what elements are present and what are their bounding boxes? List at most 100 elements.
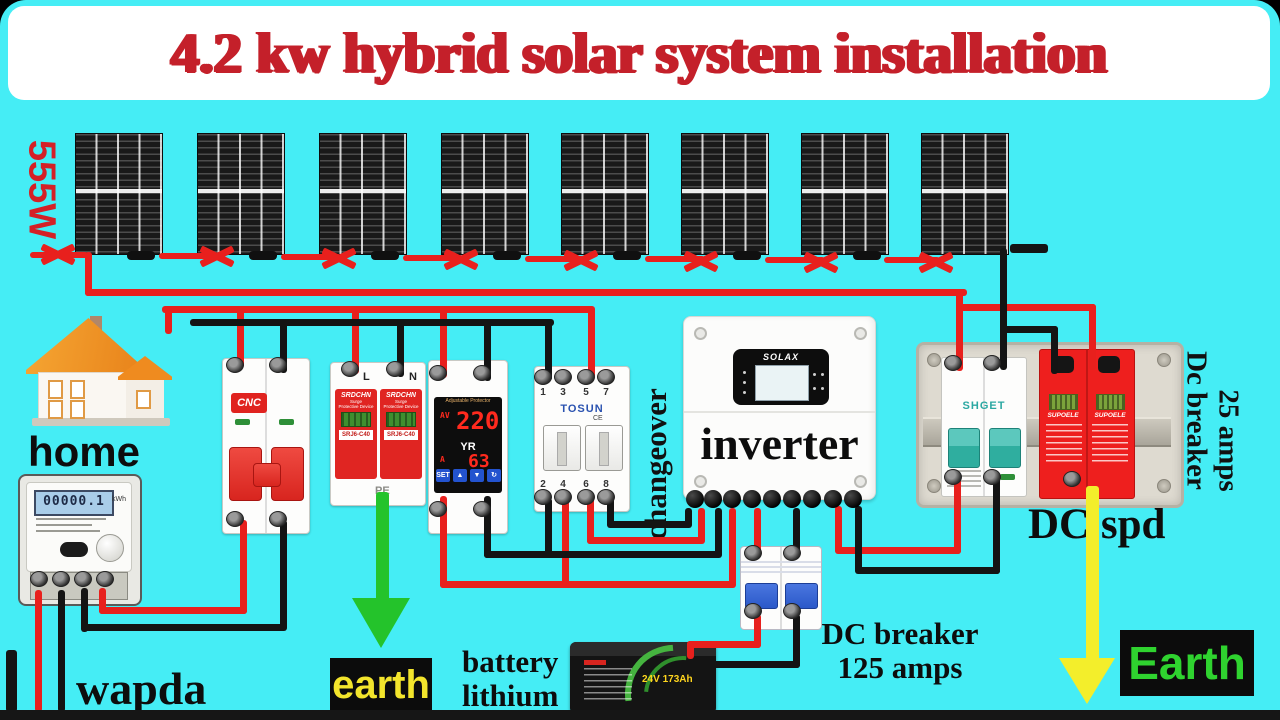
terminal-number: 2 <box>540 479 546 490</box>
wire-segment <box>687 641 761 648</box>
vp-reset-button: ↻ <box>487 469 501 482</box>
vp-voltage-display: 220 <box>456 407 500 435</box>
wire-segment <box>708 661 800 668</box>
terminal-screw <box>269 511 287 527</box>
wire-segment <box>58 590 65 712</box>
wire-segment <box>1086 486 1099 664</box>
battery-label-line2: lithium <box>462 678 559 713</box>
terminal-number: 4 <box>560 479 566 490</box>
wire-segment <box>954 474 961 554</box>
terminal-screw <box>473 501 491 517</box>
changeover-paddle <box>585 425 623 471</box>
spd-status-window <box>386 412 416 427</box>
roof <box>26 318 146 374</box>
terminal-screw <box>983 355 1001 371</box>
terminal-screw <box>74 571 92 587</box>
breaker-handle <box>948 428 980 468</box>
inverter-cable-gland <box>686 490 704 508</box>
wire-segment <box>484 496 491 558</box>
terminal-screw <box>577 369 595 385</box>
mc4-connector-icon <box>918 251 954 275</box>
wire-segment <box>85 289 967 296</box>
terminal-screw <box>744 545 762 561</box>
terminal-screw <box>597 369 615 385</box>
wire-segment <box>956 289 963 371</box>
terminal-number: 5 <box>583 387 589 398</box>
solar-panel <box>197 133 285 255</box>
mc4-connector-icon <box>199 245 235 269</box>
house-base <box>32 418 170 426</box>
wire-segment <box>165 306 172 334</box>
battery-capacity: 24V 173Ah <box>642 674 693 685</box>
wire-segment <box>484 319 491 381</box>
panel-junction-box <box>493 251 521 260</box>
panel-junction-box <box>853 251 881 260</box>
spd-status-window <box>1096 394 1125 410</box>
dc-breaker-25-label-line2: 25 amps <box>1212 389 1245 492</box>
wire-segment <box>6 650 17 712</box>
panel-junction-box <box>127 251 155 260</box>
spd-status-window <box>1049 394 1078 410</box>
wire-segment <box>645 256 705 262</box>
wire-segment <box>397 319 404 377</box>
inverter-display: SOLAX <box>733 349 829 405</box>
wire-segment <box>159 253 219 259</box>
spd-terminal-cap <box>1098 356 1120 373</box>
title-banner: 4.2 kw hybrid solar system installation <box>8 6 1270 100</box>
inverter-cable-gland <box>704 490 722 508</box>
solar-panel <box>921 133 1009 255</box>
panel-junction-box <box>249 251 277 260</box>
wire-segment <box>99 607 247 614</box>
mc4-connector-icon <box>321 247 357 271</box>
inverter-cable-gland <box>803 490 821 508</box>
vp-down-button: ▼ <box>470 469 484 482</box>
inverter: SOLAX inverter <box>683 316 876 500</box>
wire-segment <box>754 614 761 648</box>
terminal-screw <box>1063 471 1081 487</box>
wire-segment <box>403 255 463 261</box>
breaker-handle <box>989 428 1021 468</box>
wire-segment <box>81 624 287 631</box>
cnc-breaker: CNC <box>222 358 310 534</box>
wire-segment <box>35 590 42 712</box>
wire-segment <box>835 506 842 552</box>
terminal-screw <box>52 571 70 587</box>
wire-segment <box>588 306 595 378</box>
panel-junction-box <box>371 251 399 260</box>
meter-lcd: 00000.1 <box>34 490 114 516</box>
wire-segment <box>855 506 862 572</box>
wire-segment <box>729 508 736 586</box>
inverter-cable-gland <box>783 490 801 508</box>
wire-segment <box>352 306 359 374</box>
wire-segment <box>1000 248 1007 370</box>
terminal-screw <box>386 361 404 377</box>
wire-segment <box>162 306 594 313</box>
earth-label-left: earth <box>330 658 432 712</box>
solar-panel <box>561 133 649 255</box>
terminal-screw <box>944 355 962 371</box>
wire-segment <box>562 498 569 586</box>
mc4-connector-icon <box>40 243 76 267</box>
inverter-screen <box>755 365 809 401</box>
terminal-screw <box>944 469 962 485</box>
wire-segment <box>587 537 705 544</box>
wire-segment <box>280 319 287 373</box>
terminal-screw <box>226 357 244 373</box>
terminal-screw <box>783 545 801 561</box>
wire-segment <box>545 498 552 556</box>
wire-segment <box>484 551 722 558</box>
wire-segment <box>685 508 692 526</box>
terminal-screw <box>269 357 287 373</box>
terminal-screw <box>226 511 244 527</box>
panel-watt-label: 555W <box>20 139 63 240</box>
lithium-battery: 24V 173Ah <box>570 642 716 714</box>
terminal-screw <box>577 489 595 505</box>
wire-segment <box>765 257 825 263</box>
terminal-screw <box>429 501 447 517</box>
wire-segment <box>1010 244 1048 253</box>
bottom-bar <box>0 710 1280 720</box>
wire-segment <box>607 521 692 528</box>
wire-segment <box>835 547 961 554</box>
